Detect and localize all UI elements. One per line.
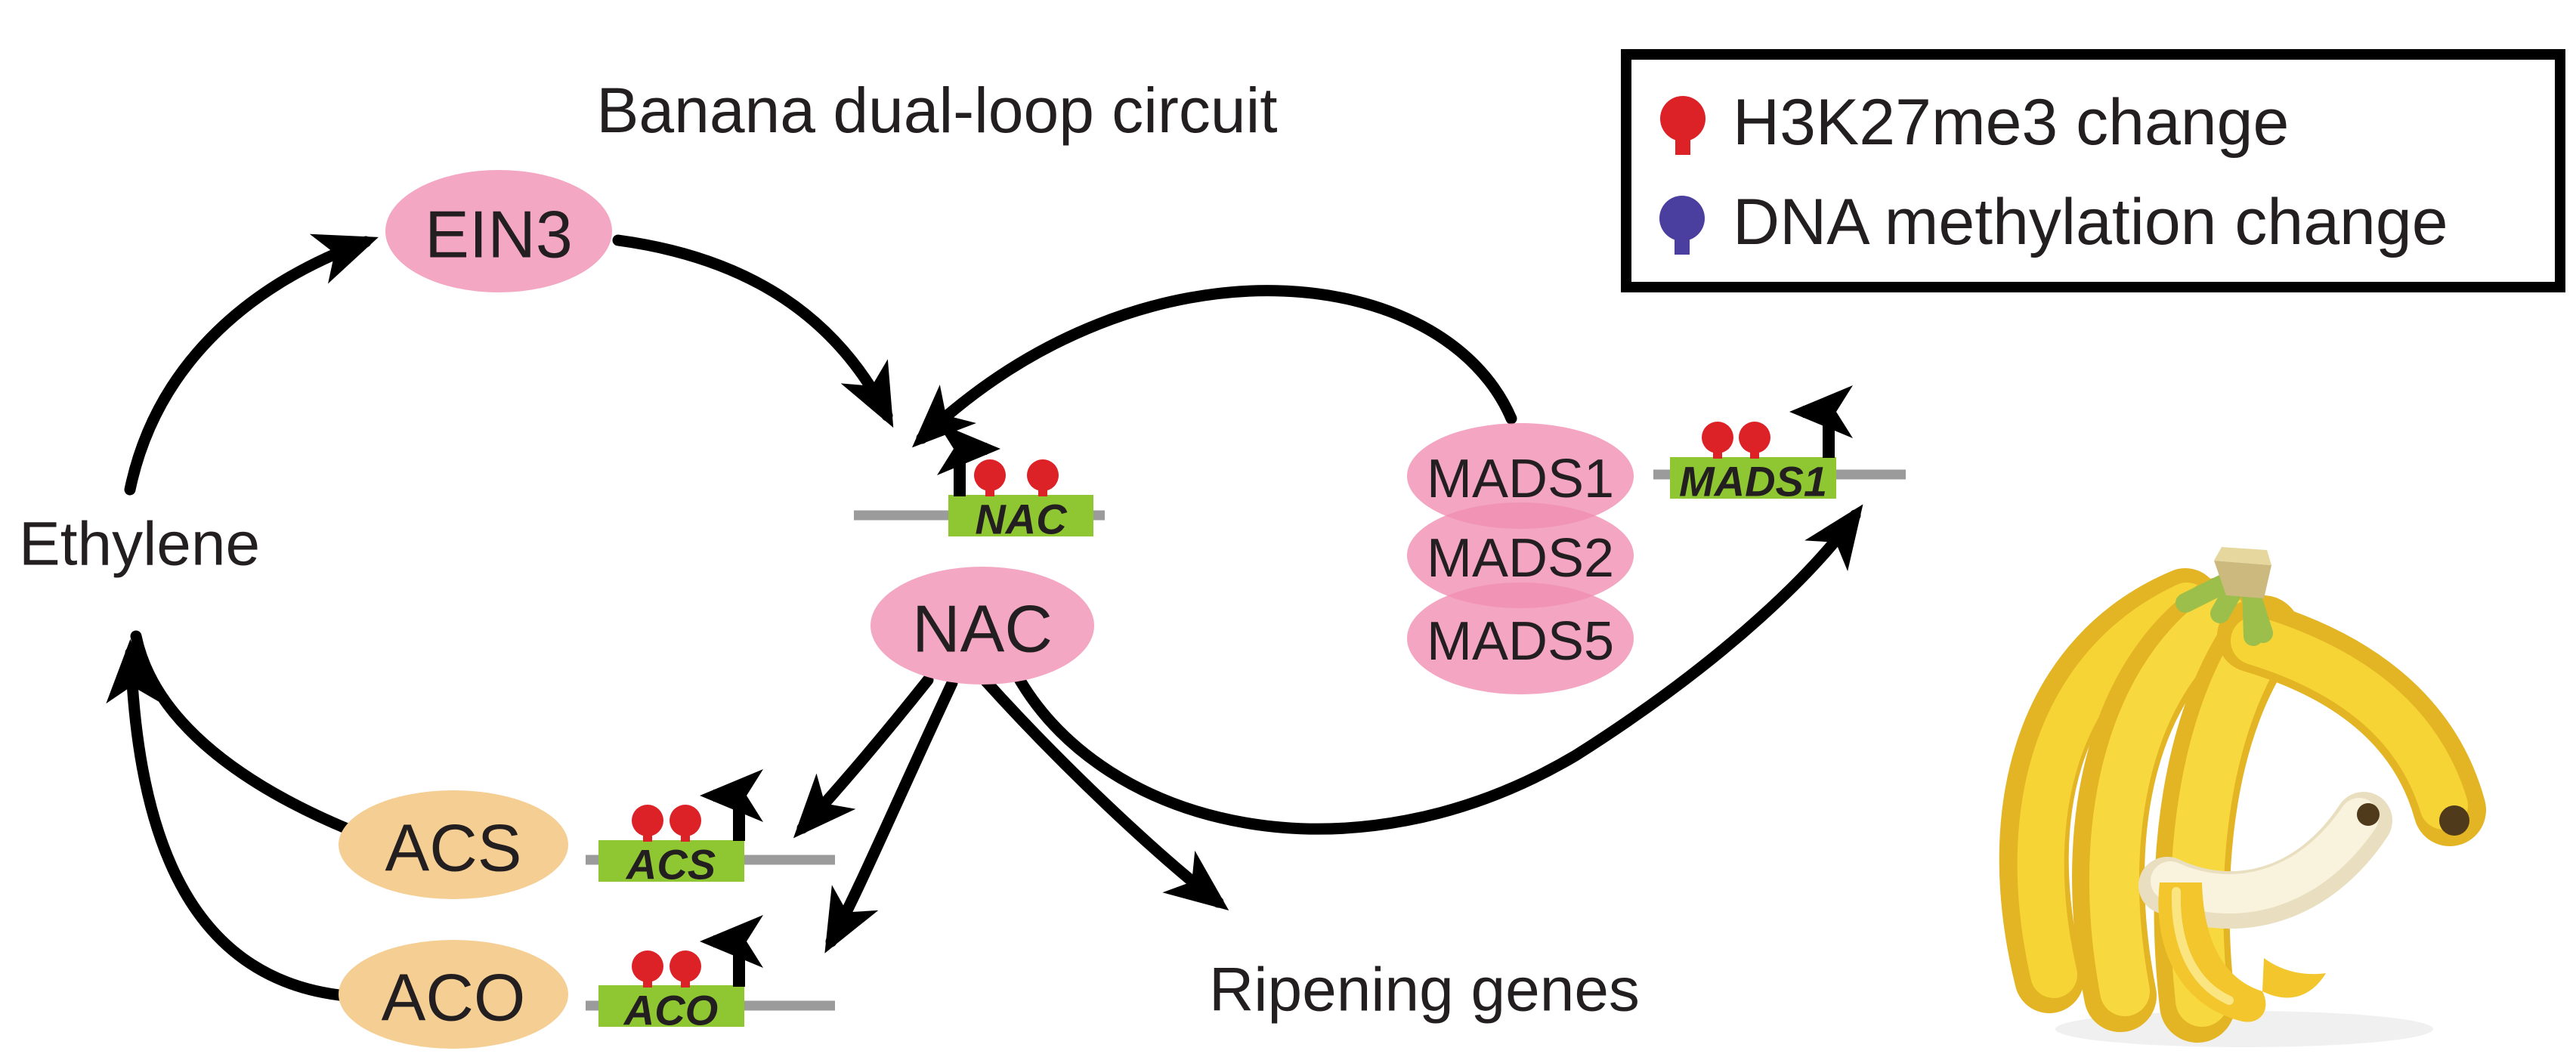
ripening-genes-label: Ripening genes — [1209, 956, 1640, 1025]
gene-label: MADS1 — [1679, 458, 1827, 505]
node-label: NAC — [912, 592, 1053, 666]
node-label: ACO — [382, 960, 526, 1035]
lollipop-icon — [1660, 96, 1705, 155]
node-label-mads2: MADS2 — [1427, 528, 1614, 589]
gene-acs: ACS — [586, 769, 835, 889]
gene-label: NAC — [975, 496, 1068, 543]
h3k27me3-mark-icon — [632, 805, 701, 842]
banana-illustration — [1999, 547, 2486, 1047]
ethylene-label: Ethylene — [19, 510, 260, 579]
node-nac: NAC — [871, 567, 1094, 685]
node-ein3: EIN3 — [385, 170, 612, 292]
gene-label: ACO — [623, 987, 718, 1034]
tss-arrow-icon — [1789, 385, 1853, 458]
lollipop-icon — [1659, 196, 1705, 255]
legend-item-dna-methylation: DNA methylation change — [1659, 186, 2448, 258]
node-label-mads5: MADS5 — [1427, 611, 1614, 672]
gene-label: ACS — [625, 841, 716, 889]
arrow-nac-to-ripening-genes — [980, 675, 1229, 911]
legend: H3K27me3 change DNA methylation change — [1621, 49, 2565, 292]
h3k27me3-mark-icon — [1702, 422, 1770, 459]
node-label: EIN3 — [425, 197, 573, 272]
tss-arrow-icon — [700, 915, 763, 987]
arrow-aco-to-ethylene — [106, 639, 352, 1002]
figure-title: Banana dual-loop circuit — [596, 75, 1277, 146]
gene-aco: ACO — [586, 915, 835, 1034]
arrow-nac-to-acs-gene — [793, 674, 934, 839]
h3k27me3-mark-icon — [974, 459, 1059, 496]
legend-item-h3k27me3: H3K27me3 change — [1660, 86, 2289, 159]
node-label: ACS — [385, 811, 522, 886]
tss-arrow-icon — [937, 422, 1000, 496]
legend-box — [1621, 49, 2565, 292]
legend-label: H3K27me3 change — [1733, 86, 2289, 159]
pathway-arrows — [106, 233, 1863, 1002]
arrow-nac-to-mads1-gene — [1010, 504, 1863, 835]
arrow-nac-to-aco-gene — [824, 677, 958, 954]
node-acs: ACS — [339, 790, 568, 899]
mads-complex: MADS1 MADS2 MADS5 — [1407, 423, 1634, 694]
node-label-mads1: MADS1 — [1427, 449, 1614, 509]
arrow-ethylene-to-ein3 — [124, 233, 379, 496]
arrow-mads-to-nac-gene — [911, 285, 1517, 448]
h3k27me3-mark-icon — [632, 950, 701, 988]
gene-mads1: MADS1 — [1653, 385, 1906, 505]
node-aco: ACO — [339, 940, 568, 1049]
tss-arrow-icon — [700, 769, 763, 841]
arrow-ein3-to-nac-gene — [612, 234, 894, 428]
arrow-acs-to-ethylene — [130, 630, 355, 836]
legend-label: DNA methylation change — [1733, 186, 2448, 258]
gene-nac: NAC — [854, 422, 1105, 543]
